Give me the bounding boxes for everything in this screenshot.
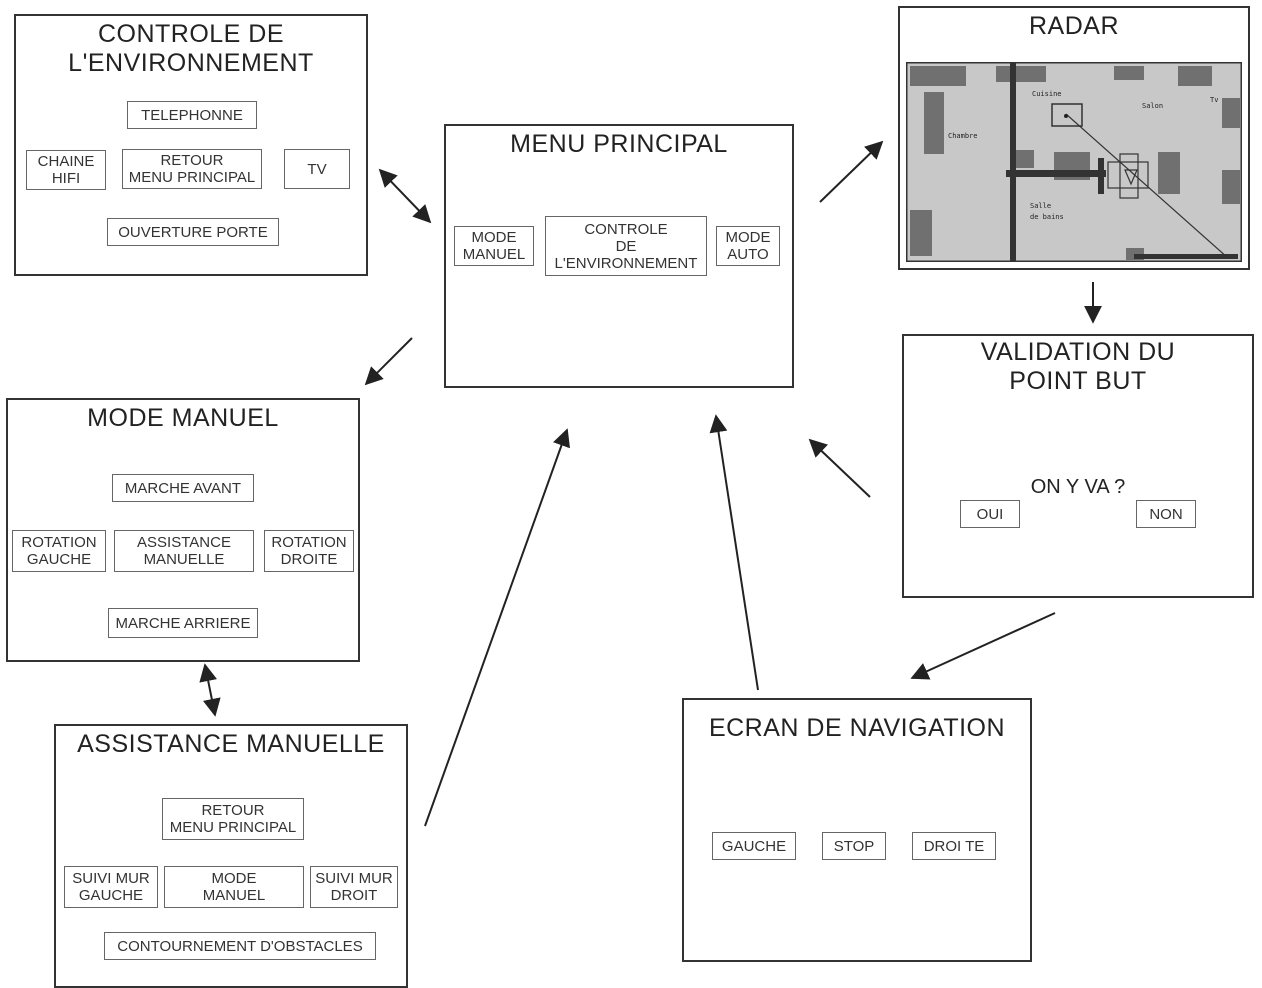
- assist-manual-screen: ASSISTANCE MANUELLE RETOUR MENU PRINCIPA…: [54, 724, 408, 988]
- wall: [1010, 62, 1016, 262]
- furniture: [1051, 103, 1083, 127]
- furniture: [1178, 66, 1212, 86]
- no-button[interactable]: NON: [1136, 500, 1196, 528]
- navigation-title: ECRAN DE NAVIGATION: [708, 714, 1006, 742]
- robot-marker: [1124, 169, 1138, 186]
- wall-follow-left-button[interactable]: SUIVI MUR GAUCHE: [64, 866, 158, 908]
- validation-title: VALIDATION DU POINT BUT: [980, 338, 1176, 395]
- arrow-assist-main: [424, 428, 571, 827]
- telephone-button[interactable]: TELEPHONNE: [127, 101, 257, 129]
- arrow-manual-assist: [199, 663, 221, 717]
- nav-stop-button[interactable]: STOP: [822, 832, 886, 860]
- room-label-kitchen: Cuisine: [1032, 90, 1062, 98]
- manual-mode-screen: MODE MANUEL MARCHE AVANT ROTATION GAUCHE…: [6, 398, 360, 662]
- env-control-screen: CONTROLE DE L'ENVIRONNEMENT TELEPHONNE C…: [14, 14, 368, 276]
- radar-floor-map[interactable]: Cuisine Salon Tv Chambre Salle de bains: [906, 62, 1242, 262]
- radar-screen: RADAR Cuisine Salon Tv Chambre Salle d: [898, 6, 1250, 270]
- manual-mode-button[interactable]: MODE MANUEL: [454, 226, 534, 266]
- furniture: [1158, 152, 1180, 194]
- tv-button[interactable]: TV: [284, 149, 350, 189]
- assist-back-main-menu-button[interactable]: RETOUR MENU PRINCIPAL: [162, 798, 304, 840]
- arrow-validation-nav: [910, 612, 1056, 680]
- main-menu-title: MENU PRINCIPAL: [510, 130, 728, 158]
- rotate-left-button[interactable]: ROTATION GAUCHE: [12, 530, 106, 572]
- arrow-nav-main: [709, 414, 759, 691]
- furniture: [1222, 98, 1240, 128]
- wall: [1134, 254, 1238, 259]
- room-label-tv: Tv: [1210, 96, 1218, 104]
- furniture: [1222, 170, 1240, 204]
- room-label-bathroom-2: de bains: [1030, 213, 1064, 221]
- auto-mode-button[interactable]: MODE AUTO: [716, 226, 780, 266]
- furniture: [1114, 66, 1144, 80]
- validation-screen: VALIDATION DU POINT BUT ON Y VA ? OUI NO…: [902, 334, 1254, 598]
- trajectory-line: [1065, 113, 1229, 259]
- rotate-right-button[interactable]: ROTATION DROITE: [264, 530, 354, 572]
- nav-right-button[interactable]: DROI TE: [912, 832, 996, 860]
- furniture: [996, 66, 1046, 82]
- robot-zone: [1107, 161, 1149, 189]
- wall-follow-right-button[interactable]: SUIVI MUR DROIT: [310, 866, 398, 908]
- assist-manual-button[interactable]: ASSISTANCE MANUELLE: [114, 530, 254, 572]
- arrow-validation-main: [808, 438, 871, 498]
- radar-title: RADAR: [1028, 12, 1119, 40]
- back-main-menu-button[interactable]: RETOUR MENU PRINCIPAL: [122, 149, 262, 189]
- arrow-main-radar: [819, 140, 884, 203]
- robot-zone: [1119, 153, 1139, 199]
- manual-mode-title: MODE MANUEL: [87, 404, 279, 432]
- assist-manual-mode-button[interactable]: MODE MANUEL: [164, 866, 304, 908]
- main-menu-screen: MENU PRINCIPAL MODE MANUEL CONTROLE DE L…: [444, 124, 794, 388]
- validation-question: ON Y VA ?: [1030, 476, 1126, 498]
- wall: [1098, 158, 1104, 194]
- door-open-button[interactable]: OUVERTURE PORTE: [107, 218, 279, 246]
- yes-button[interactable]: OUI: [960, 500, 1020, 528]
- hifi-button[interactable]: CHAINE HIFI: [26, 150, 106, 190]
- nav-left-button[interactable]: GAUCHE: [712, 832, 796, 860]
- room-label-bathroom: Salle: [1030, 202, 1051, 210]
- backward-button[interactable]: MARCHE ARRIERE: [108, 608, 258, 638]
- arrow-main-manual: [364, 337, 413, 386]
- forward-button[interactable]: MARCHE AVANT: [112, 474, 254, 502]
- wall: [1006, 170, 1106, 177]
- env-control-title: CONTROLE DE L'ENVIRONNEMENT: [68, 20, 314, 77]
- target-point: [1064, 114, 1068, 118]
- furniture: [910, 66, 966, 86]
- room-label-bedroom: Chambre: [948, 132, 978, 140]
- env-control-button[interactable]: CONTROLE DE L'ENVIRONNEMENT: [545, 216, 707, 276]
- obstacle-avoid-button[interactable]: CONTOURNEMENT D'OBSTACLES: [104, 932, 376, 960]
- arrow-env-main: [378, 168, 432, 224]
- furniture: [910, 210, 932, 256]
- furniture: [924, 92, 944, 154]
- furniture: [1016, 150, 1034, 168]
- room-label-living: Salon: [1142, 102, 1163, 110]
- assist-manual-title: ASSISTANCE MANUELLE: [77, 730, 385, 758]
- navigation-screen: ECRAN DE NAVIGATION GAUCHE STOP DROI TE: [682, 698, 1032, 962]
